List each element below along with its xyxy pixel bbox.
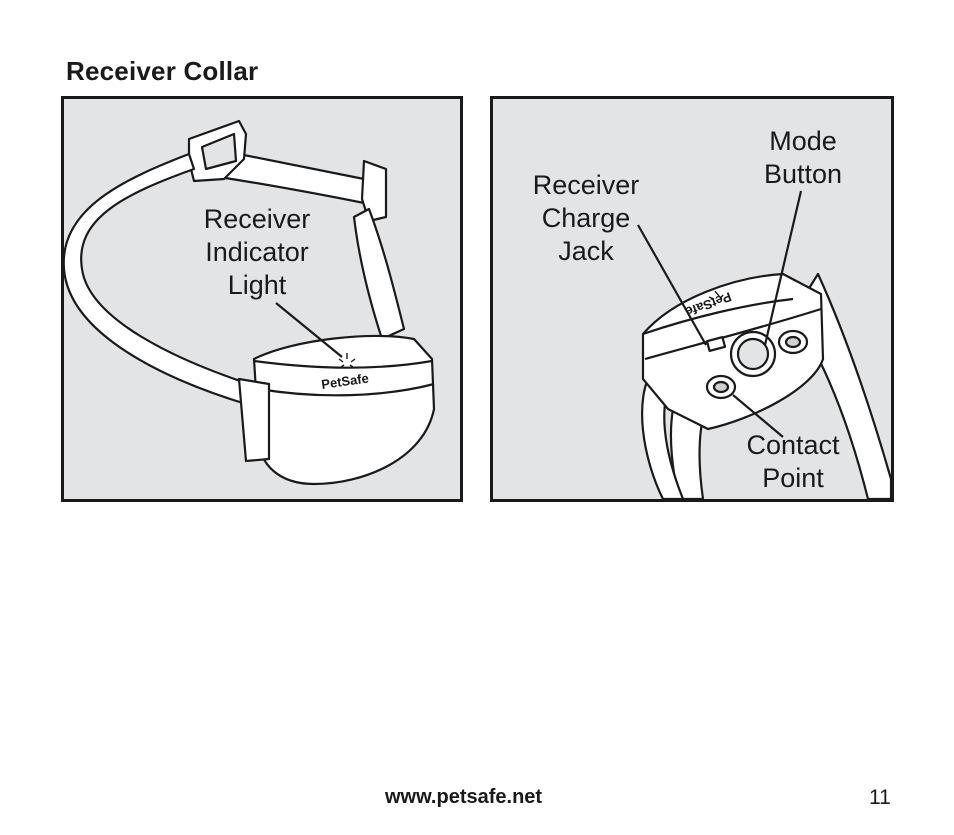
receiver-underside-drawing: PetSafe	[637, 190, 891, 499]
collar-strap-down	[669, 407, 707, 499]
charge-jack	[705, 335, 727, 353]
contact-point-leader-line	[732, 394, 784, 438]
page-number: 11	[869, 786, 891, 809]
callout-line: Mode	[769, 126, 837, 156]
collar-strap-right	[352, 207, 406, 341]
indicator-light-icon	[338, 353, 356, 368]
footer-url: www.petsafe.net	[385, 786, 543, 808]
receiver-underside-illustration: PetSafe Receiver Charge Jack Mode Button…	[490, 96, 894, 502]
contact-point-callout: Contact Point	[733, 429, 853, 495]
indicator-light-callout: Receiver Indicator Light	[182, 203, 332, 302]
charge-jack-leader-line	[637, 224, 707, 346]
receiver-collar-illustration: PetSafe Receiver Indicator Light	[61, 96, 463, 502]
callout-line: Charge	[541, 203, 631, 233]
callout-line: Receiver	[532, 170, 640, 200]
receiver-side-clip	[237, 377, 271, 463]
callout-line: Point	[762, 463, 824, 493]
mode-button-callout: Mode Button	[743, 125, 863, 191]
collar-strap-left	[64, 152, 251, 406]
callout-line: Light	[227, 270, 287, 300]
callout-line: Receiver	[203, 204, 311, 234]
brand-logo: PetSafe	[320, 370, 369, 391]
callout-line: Jack	[558, 236, 614, 266]
indicator-light-icon	[708, 290, 724, 300]
callout-line: Button	[763, 159, 843, 189]
strap-keeper	[360, 159, 388, 223]
callout-line: Indicator	[205, 237, 309, 267]
collar-drawing: PetSafe	[64, 119, 436, 486]
callout-line: Contact	[746, 430, 840, 460]
receiver-housing	[252, 334, 436, 486]
indicator-leader-line	[275, 302, 343, 358]
mode-button-leader-line	[763, 190, 803, 346]
section-title: Receiver Collar	[66, 56, 259, 86]
charge-jack-callout: Receiver Charge Jack	[521, 169, 651, 268]
